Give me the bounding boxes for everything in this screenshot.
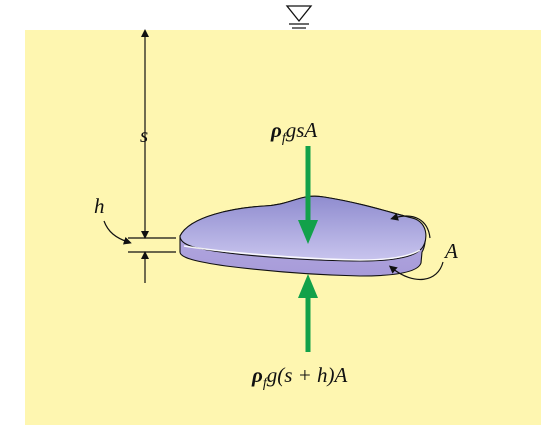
bottom-force-sub: f (263, 376, 269, 391)
bottom-force-label: ρfg(s + h)A (251, 363, 348, 391)
depth-dimension: s (140, 29, 149, 239)
top-force-rho: ρ (270, 118, 282, 142)
thickness-dimension: h (94, 194, 176, 283)
area-annotation: A (388, 213, 458, 281)
top-force-label: ρfgsA (270, 118, 317, 146)
top-force-arrow (298, 146, 318, 244)
bottom-force-rho: ρ (251, 363, 263, 387)
bottom-force-rest: g(s + h)A (267, 363, 348, 387)
thickness-label: h (94, 194, 105, 218)
area-label: A (443, 239, 458, 263)
free-surface-triangle-icon (285, 5, 313, 29)
top-force-rest: gsA (286, 118, 318, 142)
depth-label: s (140, 123, 148, 147)
top-force-sub: f (282, 131, 288, 146)
bottom-force-arrow (298, 274, 318, 352)
